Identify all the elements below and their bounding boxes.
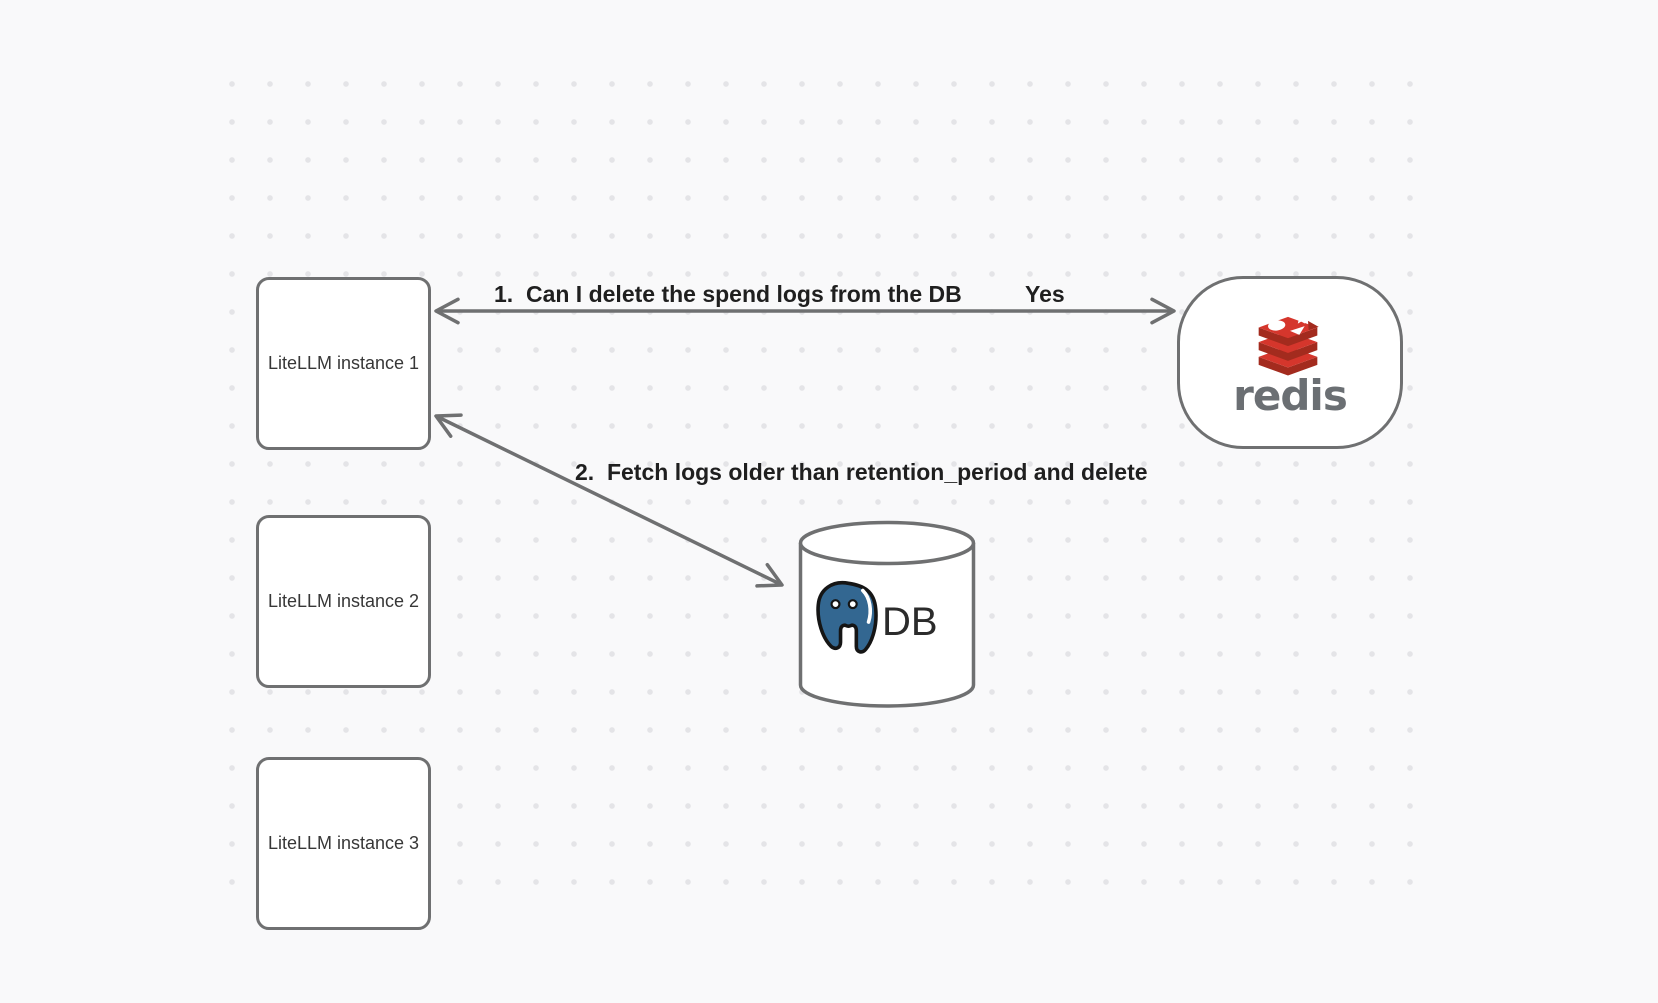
arrow-1-label[interactable]: 1. Can I delete the spend logs from the … (494, 281, 962, 307)
arrow-instance1-db[interactable] (436, 415, 782, 586)
arrow-2-label[interactable]: 2. Fetch logs older than retention_perio… (575, 459, 1148, 485)
arrow-1-answer-label[interactable]: Yes (1025, 281, 1065, 307)
